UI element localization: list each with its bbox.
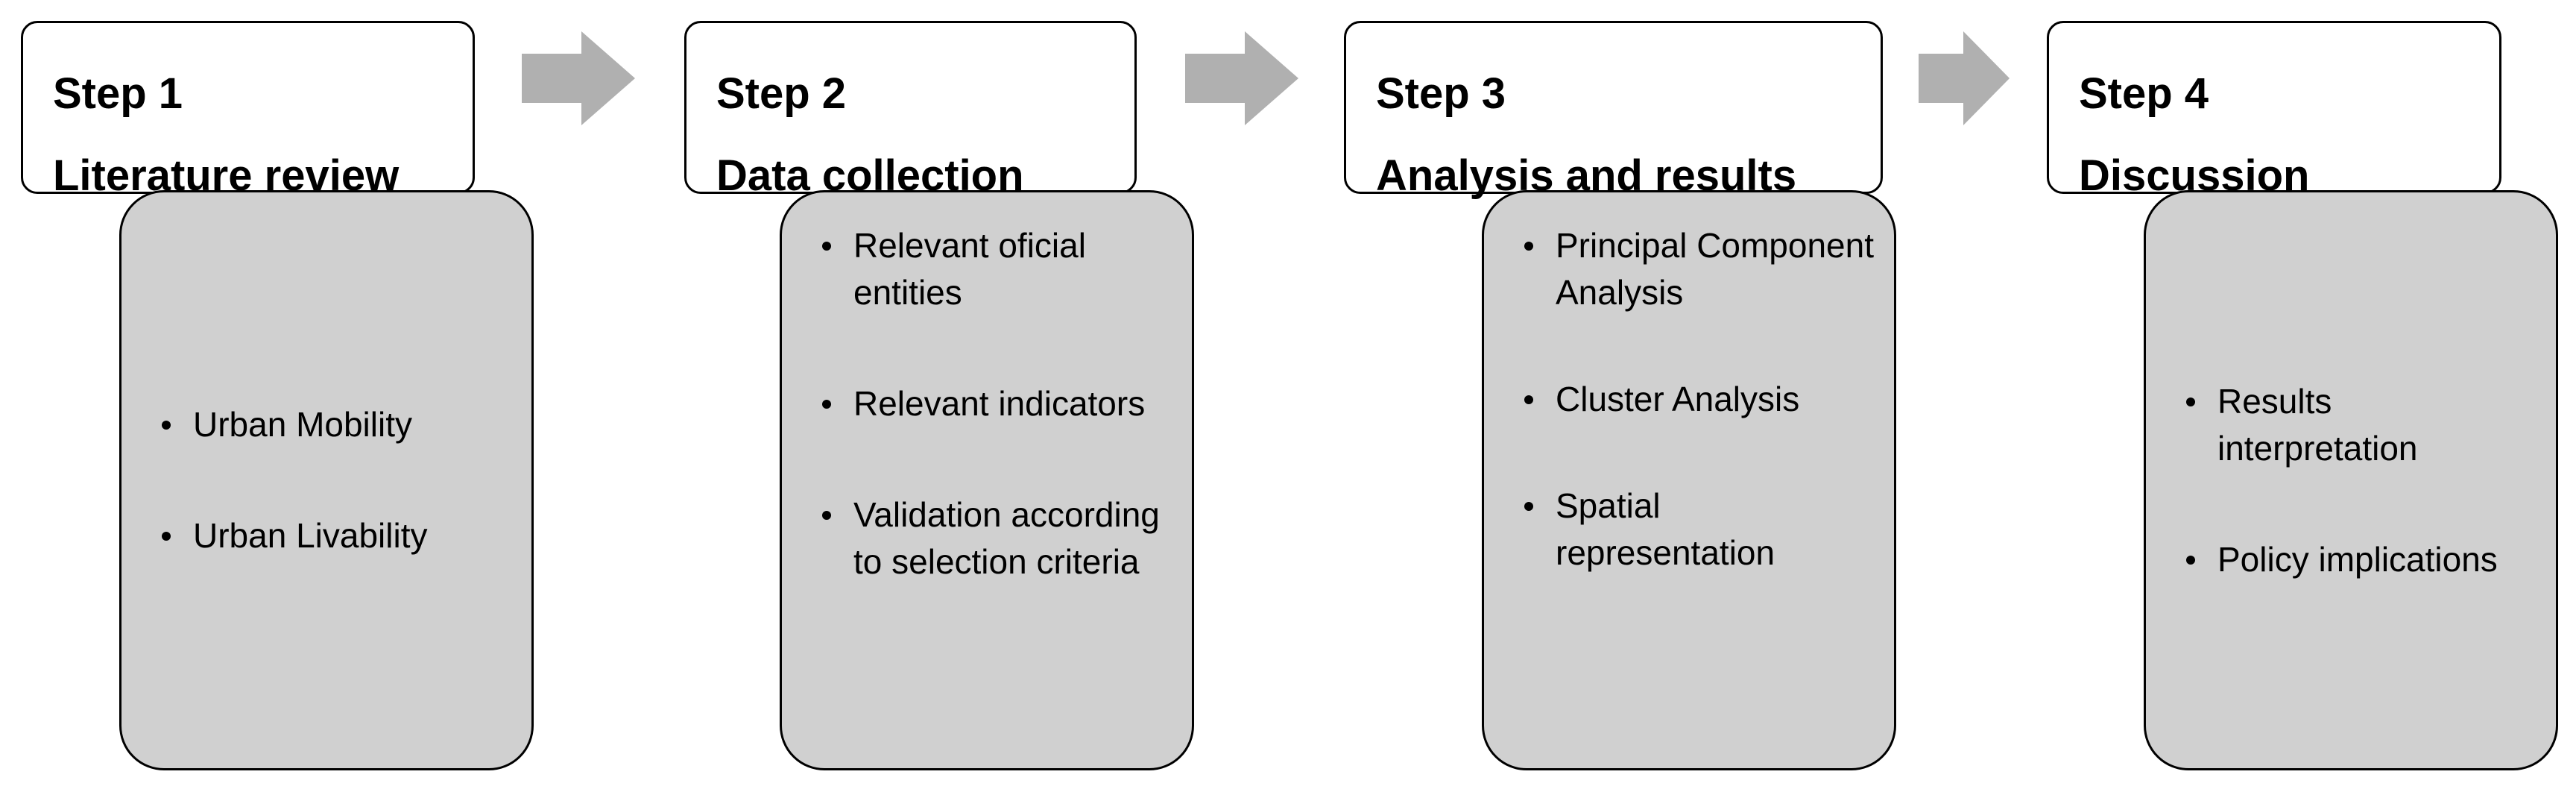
step-2-label: Step 2	[716, 69, 847, 118]
step-2-body: Relevant oficial entities Relevant indic…	[780, 190, 1194, 770]
step-4-bullet-list: Results interpretation Policy implicatio…	[2183, 378, 2541, 583]
right-arrow-icon	[1919, 31, 2010, 125]
step-2-bullet: Relevant oficial entities	[819, 222, 1177, 316]
step-4-bullet: Policy implications	[2183, 536, 2541, 583]
step-4-label: Step 4	[2079, 69, 2209, 118]
step-1-header: Step 1 Literature review	[21, 21, 475, 200]
right-arrow-icon	[1185, 31, 1298, 125]
step-2-bullet: Relevant indicators	[819, 380, 1177, 427]
step-3-bullet: Cluster Analysis	[1521, 376, 1879, 423]
right-arrow-icon	[522, 31, 635, 125]
step-3-bullet: Principal Component Analysis	[1521, 222, 1879, 316]
step-4-bullet: Results interpretation	[2183, 378, 2541, 472]
step-2-bullet-list: Relevant oficial entities Relevant indic…	[819, 222, 1177, 585]
step-3-header: Step 3 Analysis and results	[1344, 21, 1883, 200]
step-4-header: Step 4 Discussion	[2047, 21, 2501, 200]
step-1-body: Urban Mobility Urban Livability	[119, 190, 534, 770]
step-1-bullet: Urban Livability	[159, 512, 517, 559]
step-2-bullet: Validation according to selection criter…	[819, 491, 1177, 585]
step-4-body: Results interpretation Policy implicatio…	[2144, 190, 2558, 770]
step-1-bullet: Urban Mobility	[159, 401, 517, 448]
step-3-bullet-list: Principal Component Analysis Cluster Ana…	[1521, 222, 1879, 576]
step-3-body: Principal Component Analysis Cluster Ana…	[1482, 190, 1896, 770]
step-3-label: Step 3	[1376, 69, 1506, 118]
step-3-bullet: Spatial representation	[1521, 483, 1879, 576]
step-1-bullet-list: Urban Mobility Urban Livability	[159, 401, 517, 559]
step-1-label: Step 1	[53, 69, 183, 118]
step-2-header: Step 2 Data collection	[684, 21, 1137, 200]
